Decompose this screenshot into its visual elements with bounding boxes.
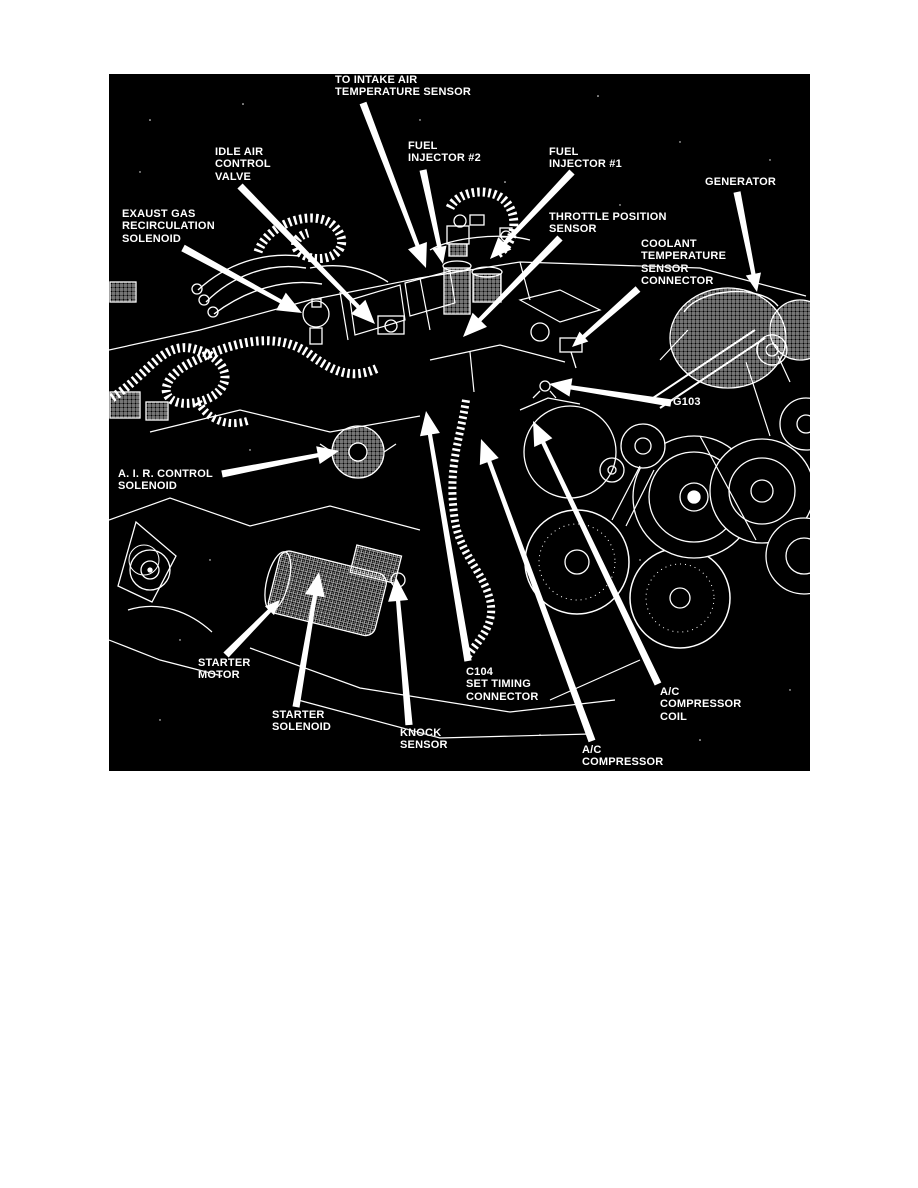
air-control-solenoid-arrow xyxy=(221,446,339,478)
engine-block-art xyxy=(109,261,807,739)
starter-solenoid-arrow xyxy=(292,572,325,708)
knock-sensor-arrow xyxy=(388,577,413,726)
fuel-injector-1-arrow xyxy=(490,169,575,259)
engine-illustration xyxy=(109,95,810,741)
ac-compressor-arrow xyxy=(479,439,596,743)
exhaust-gas-recirculation-solenoid-arrow xyxy=(181,244,302,313)
throttle-position-sensor-arrow xyxy=(463,235,563,337)
arrow-layer xyxy=(181,101,761,743)
starter-motor-arrow xyxy=(223,600,280,658)
intake-air-temperature-sensor-arrow xyxy=(359,101,427,268)
throttle-and-sensors-art xyxy=(302,298,583,659)
generator-art xyxy=(649,287,810,409)
engine-mount-art xyxy=(117,520,177,603)
idle-air-control-valve-arrow xyxy=(237,183,375,324)
starter-motor-art xyxy=(264,544,406,637)
generator-arrow xyxy=(733,191,761,292)
fuel-injectors-art xyxy=(429,214,531,315)
pulleys-art xyxy=(519,361,810,649)
fuel-injector-2-arrow xyxy=(419,169,447,264)
g103-arrow xyxy=(549,378,672,407)
coolant-temperature-sensor-connector-arrow xyxy=(572,286,641,347)
c104-set-timing-connector-arrow xyxy=(420,411,472,662)
air-control-solenoid-art xyxy=(319,425,397,479)
ac-compressor-coil-arrow xyxy=(533,421,662,686)
